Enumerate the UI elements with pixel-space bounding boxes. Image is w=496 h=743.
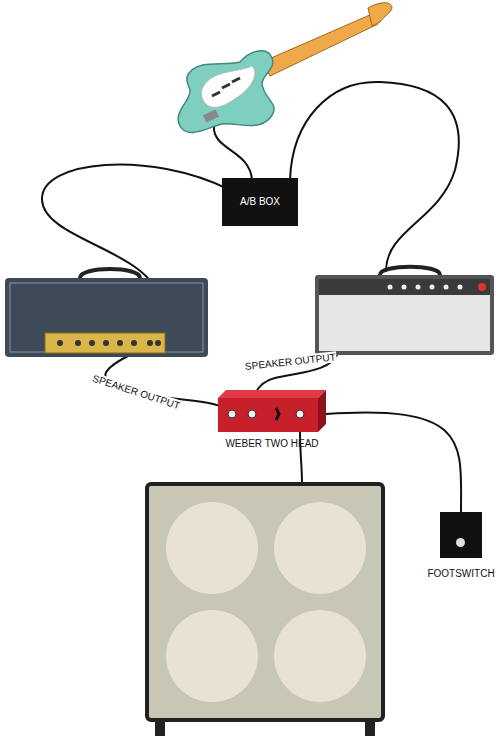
ab-box: A/B BOX	[222, 178, 298, 226]
footswitch: FOOTSWITCH	[440, 512, 482, 558]
footswitch-cable	[326, 412, 461, 512]
amp-head	[5, 269, 208, 357]
guitar	[178, 3, 392, 133]
weber-two-head-box: WEBER TWO HEAD	[218, 390, 326, 432]
node-text: A/B BOX	[240, 196, 280, 208]
switch-button	[456, 538, 465, 547]
node-text: FOOTSWITCH	[427, 568, 494, 580]
cable-label: SPEAKER OUTPUT	[243, 351, 337, 372]
cable-label: SPEAKER OUTPUT	[90, 372, 182, 411]
weber-box	[218, 390, 326, 432]
speaker-cabinet	[147, 484, 383, 736]
combo-amp	[315, 267, 494, 355]
node-text: WEBER TWO HEAD	[225, 438, 318, 450]
